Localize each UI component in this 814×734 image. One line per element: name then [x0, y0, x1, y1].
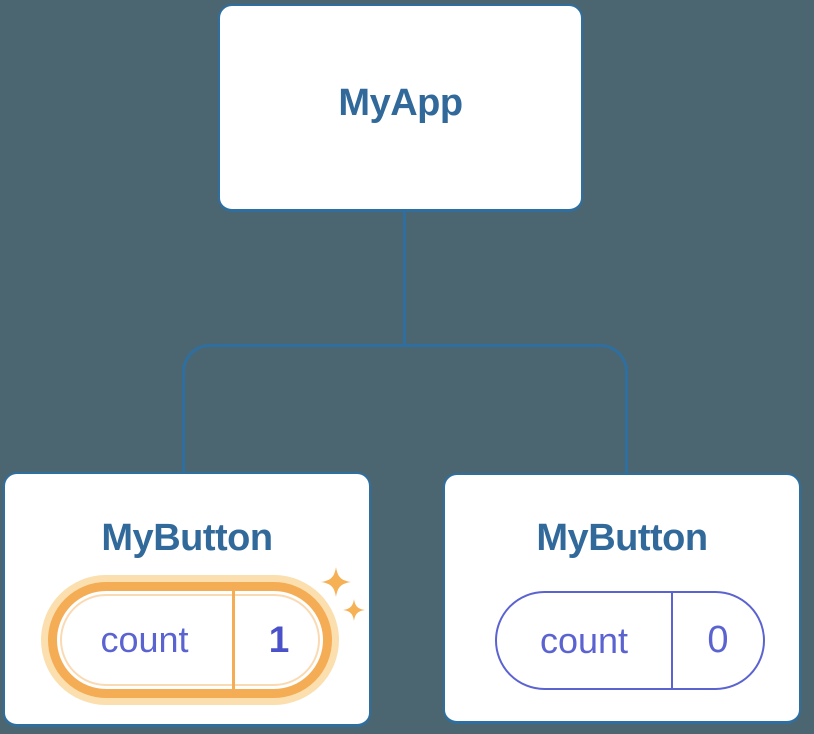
- state-pill-highlighted: count 1: [48, 582, 332, 698]
- tree-node-myapp: MyApp: [218, 4, 583, 212]
- state-key-label: count: [539, 619, 629, 661]
- tree-node-mybutton-1: MyButton count 1: [3, 472, 371, 727]
- pill-divider: [232, 591, 235, 689]
- sparkle-icon-large: [321, 567, 351, 597]
- connector-stem: [403, 211, 406, 345]
- pill-divider: [671, 593, 673, 688]
- state-value: 0: [707, 619, 729, 661]
- state-key-label: count: [100, 619, 189, 660]
- node-title-mybutton-1: MyButton: [101, 517, 273, 559]
- connector-branch: [182, 344, 628, 473]
- sparkle-icon-small: [343, 599, 365, 621]
- state-pill: count 0: [495, 591, 765, 690]
- state-value: 1: [268, 619, 290, 660]
- tree-node-mybutton-2: MyButton count 0: [443, 473, 801, 724]
- node-title-mybutton-2: MyButton: [536, 517, 708, 559]
- node-title-myapp: MyApp: [338, 82, 463, 124]
